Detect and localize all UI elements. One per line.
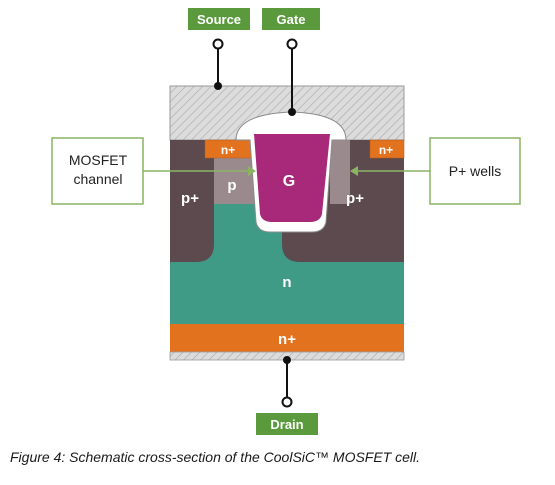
p-plus-wells-callout [429, 137, 521, 205]
drain-terminal-circle [281, 396, 293, 408]
callout-mosfet-line1: MOSFET [69, 152, 128, 168]
drain-label: Drain [270, 417, 303, 432]
p-region-right [330, 140, 350, 204]
n-plus-left-label: n+ [221, 143, 235, 157]
mosfet-channel-callout [51, 137, 144, 205]
source-terminal-circle [212, 38, 224, 50]
figure-caption: Figure 4: Schematic cross-section of the… [10, 449, 421, 465]
p-plus-left-label: p+ [181, 190, 199, 207]
drain-tag [256, 413, 318, 435]
gate-label: Gate [277, 12, 306, 27]
source-label: Source [197, 12, 241, 27]
wells-pointer-arrowhead [350, 166, 358, 176]
gate-poly [254, 134, 330, 222]
n-plus-right-label: n+ [379, 143, 393, 157]
n-plus-substrate [170, 324, 404, 352]
callout-mosfet-line2: channel [73, 171, 122, 187]
gate-region-label: G [283, 173, 295, 190]
n-plus-source-right [369, 139, 405, 159]
p-left-label: p [227, 177, 236, 194]
channel-pointer-arrowhead [248, 166, 256, 176]
gate-tag [262, 8, 320, 30]
source-tag [188, 8, 250, 30]
drain-contact-dot [283, 356, 291, 364]
p-plus-right-label: p+ [346, 190, 364, 207]
gate-terminal-circle [286, 38, 298, 50]
n-plus-substrate-label: n+ [278, 331, 296, 348]
source-contact-dot [214, 82, 222, 90]
callout-p-plus-wells: P+ wells [449, 163, 502, 179]
n-drift-label: n [282, 274, 291, 291]
gate-contact-dot [288, 108, 296, 116]
